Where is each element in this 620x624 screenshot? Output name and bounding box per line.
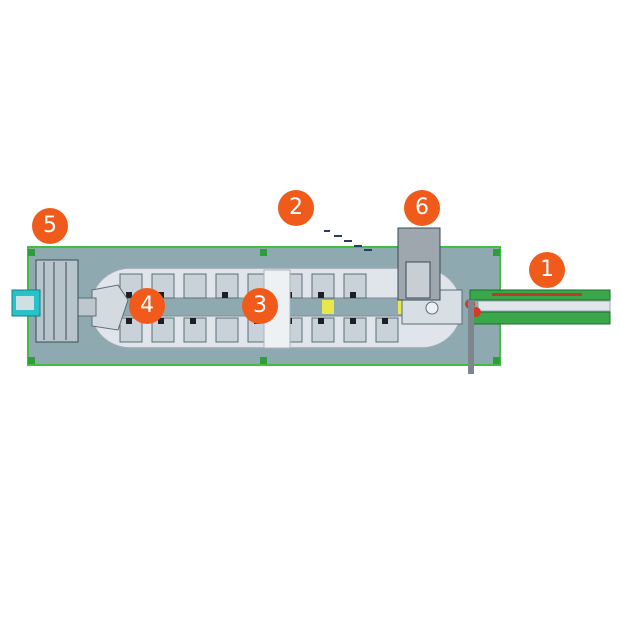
callout-2: 2 [278,190,314,226]
callout-1-label: 1 [540,257,554,282]
corner-mount [493,249,500,256]
infeed-conveyor-mid [477,300,611,312]
top-press-inner [405,261,431,299]
left-robot-zone [91,284,129,331]
callout-5-label: 5 [43,213,57,238]
corner-mount [493,357,500,364]
step-indicator [324,230,372,251]
right-spindle [425,301,439,315]
callout-3-label: 3 [253,293,267,318]
callout-1: 1 [529,252,565,288]
left-loader-inner [16,296,34,310]
callout-5: 5 [32,208,68,244]
support-post [468,300,474,374]
callout-4: 4 [129,288,165,324]
callout-3: 3 [242,288,278,324]
callout-4-label: 4 [140,293,154,318]
callout-2-label: 2 [289,195,303,220]
corner-mount [28,249,35,256]
callout-6-label: 6 [415,195,429,220]
infeed-conveyor-lower [469,311,611,325]
yellow-station [322,300,334,314]
upper-station-row [119,273,367,299]
callout-6: 6 [404,190,440,226]
corner-mount [260,249,267,256]
corner-mount [260,357,267,364]
left-loader [35,259,79,343]
left-loader-rails [43,262,67,340]
infeed-red-marker [492,293,582,296]
corner-mount [28,357,35,364]
